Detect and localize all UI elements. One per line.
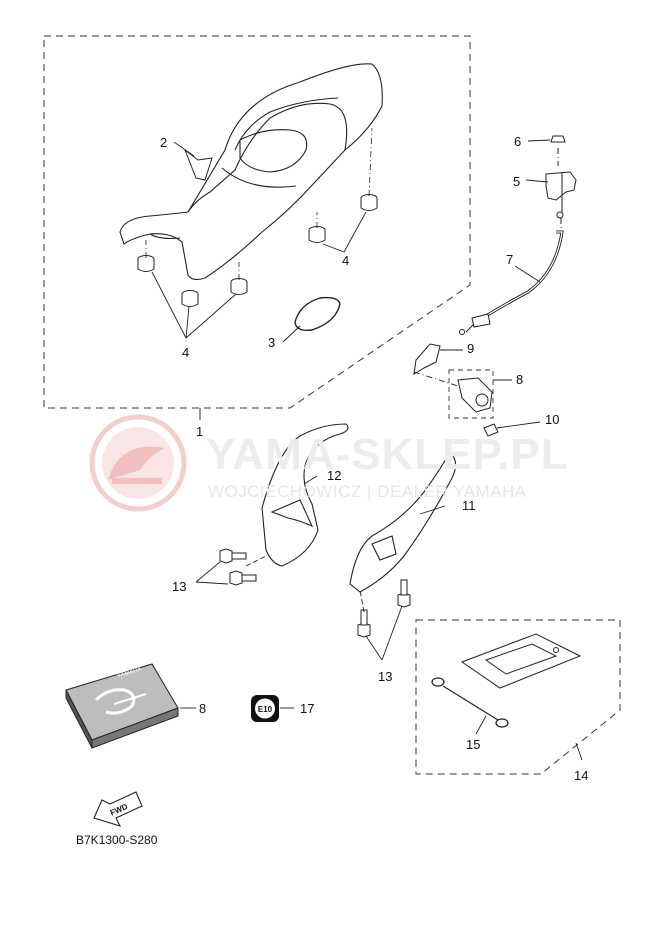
- tool-group-box: [415, 619, 621, 775]
- callout-17: 17: [300, 701, 314, 716]
- lock-parts: [413, 343, 499, 437]
- e10-badge-label: E10: [258, 705, 273, 714]
- watermark-logo: [89, 414, 187, 512]
- tool-bag: [460, 633, 582, 689]
- lock-group-box: [448, 369, 494, 419]
- fwd-arrow: FWD: [93, 791, 143, 827]
- callout-9: 9: [467, 341, 474, 356]
- callout-15: 15: [466, 737, 480, 752]
- callout-2: 2: [160, 135, 167, 150]
- callout-8-manual: 8: [199, 701, 206, 716]
- watermark-title: YAMA-SKLEP.PL: [206, 430, 569, 479]
- callout-labels: 1 2 3 4 4 13 5 6 7 8 9 10 11 12 13 14 15…: [160, 134, 588, 783]
- callout-12: 12: [327, 468, 341, 483]
- bolts: [219, 548, 411, 638]
- callout-3: 3: [268, 335, 275, 350]
- callout-4b: 4: [342, 253, 349, 268]
- diagram-code: B7K1300-S280: [76, 833, 158, 847]
- seat-group-box: [43, 35, 471, 409]
- callout-4a: 4: [182, 345, 189, 360]
- callout-5: 5: [513, 174, 520, 189]
- handle-left: [261, 423, 349, 567]
- callout-14: 14: [574, 768, 588, 783]
- callout-13b: 13: [378, 669, 392, 684]
- callout-13a: 13: [172, 579, 186, 594]
- e10-badge: E10: [251, 695, 279, 722]
- callout-11: 11: [462, 498, 476, 513]
- helmet-cable: [431, 677, 509, 728]
- callout-1: 1: [196, 424, 203, 439]
- watermark-subtitle: WOJCIECHOWICZ | DEALER YAMAHA: [208, 482, 527, 501]
- band-part: [294, 296, 341, 332]
- callout-8: 8: [516, 372, 523, 387]
- manual-book: YAMAHA: [65, 663, 179, 749]
- seat-drawing: [119, 63, 383, 281]
- damper-parts: [137, 194, 378, 307]
- callout-6: 6: [514, 134, 521, 149]
- callout-7: 7: [506, 252, 513, 267]
- handle-right: [349, 451, 457, 593]
- callout-10: 10: [545, 412, 559, 427]
- seat-label-part: [183, 148, 213, 181]
- cable-assembly: [459, 135, 577, 335]
